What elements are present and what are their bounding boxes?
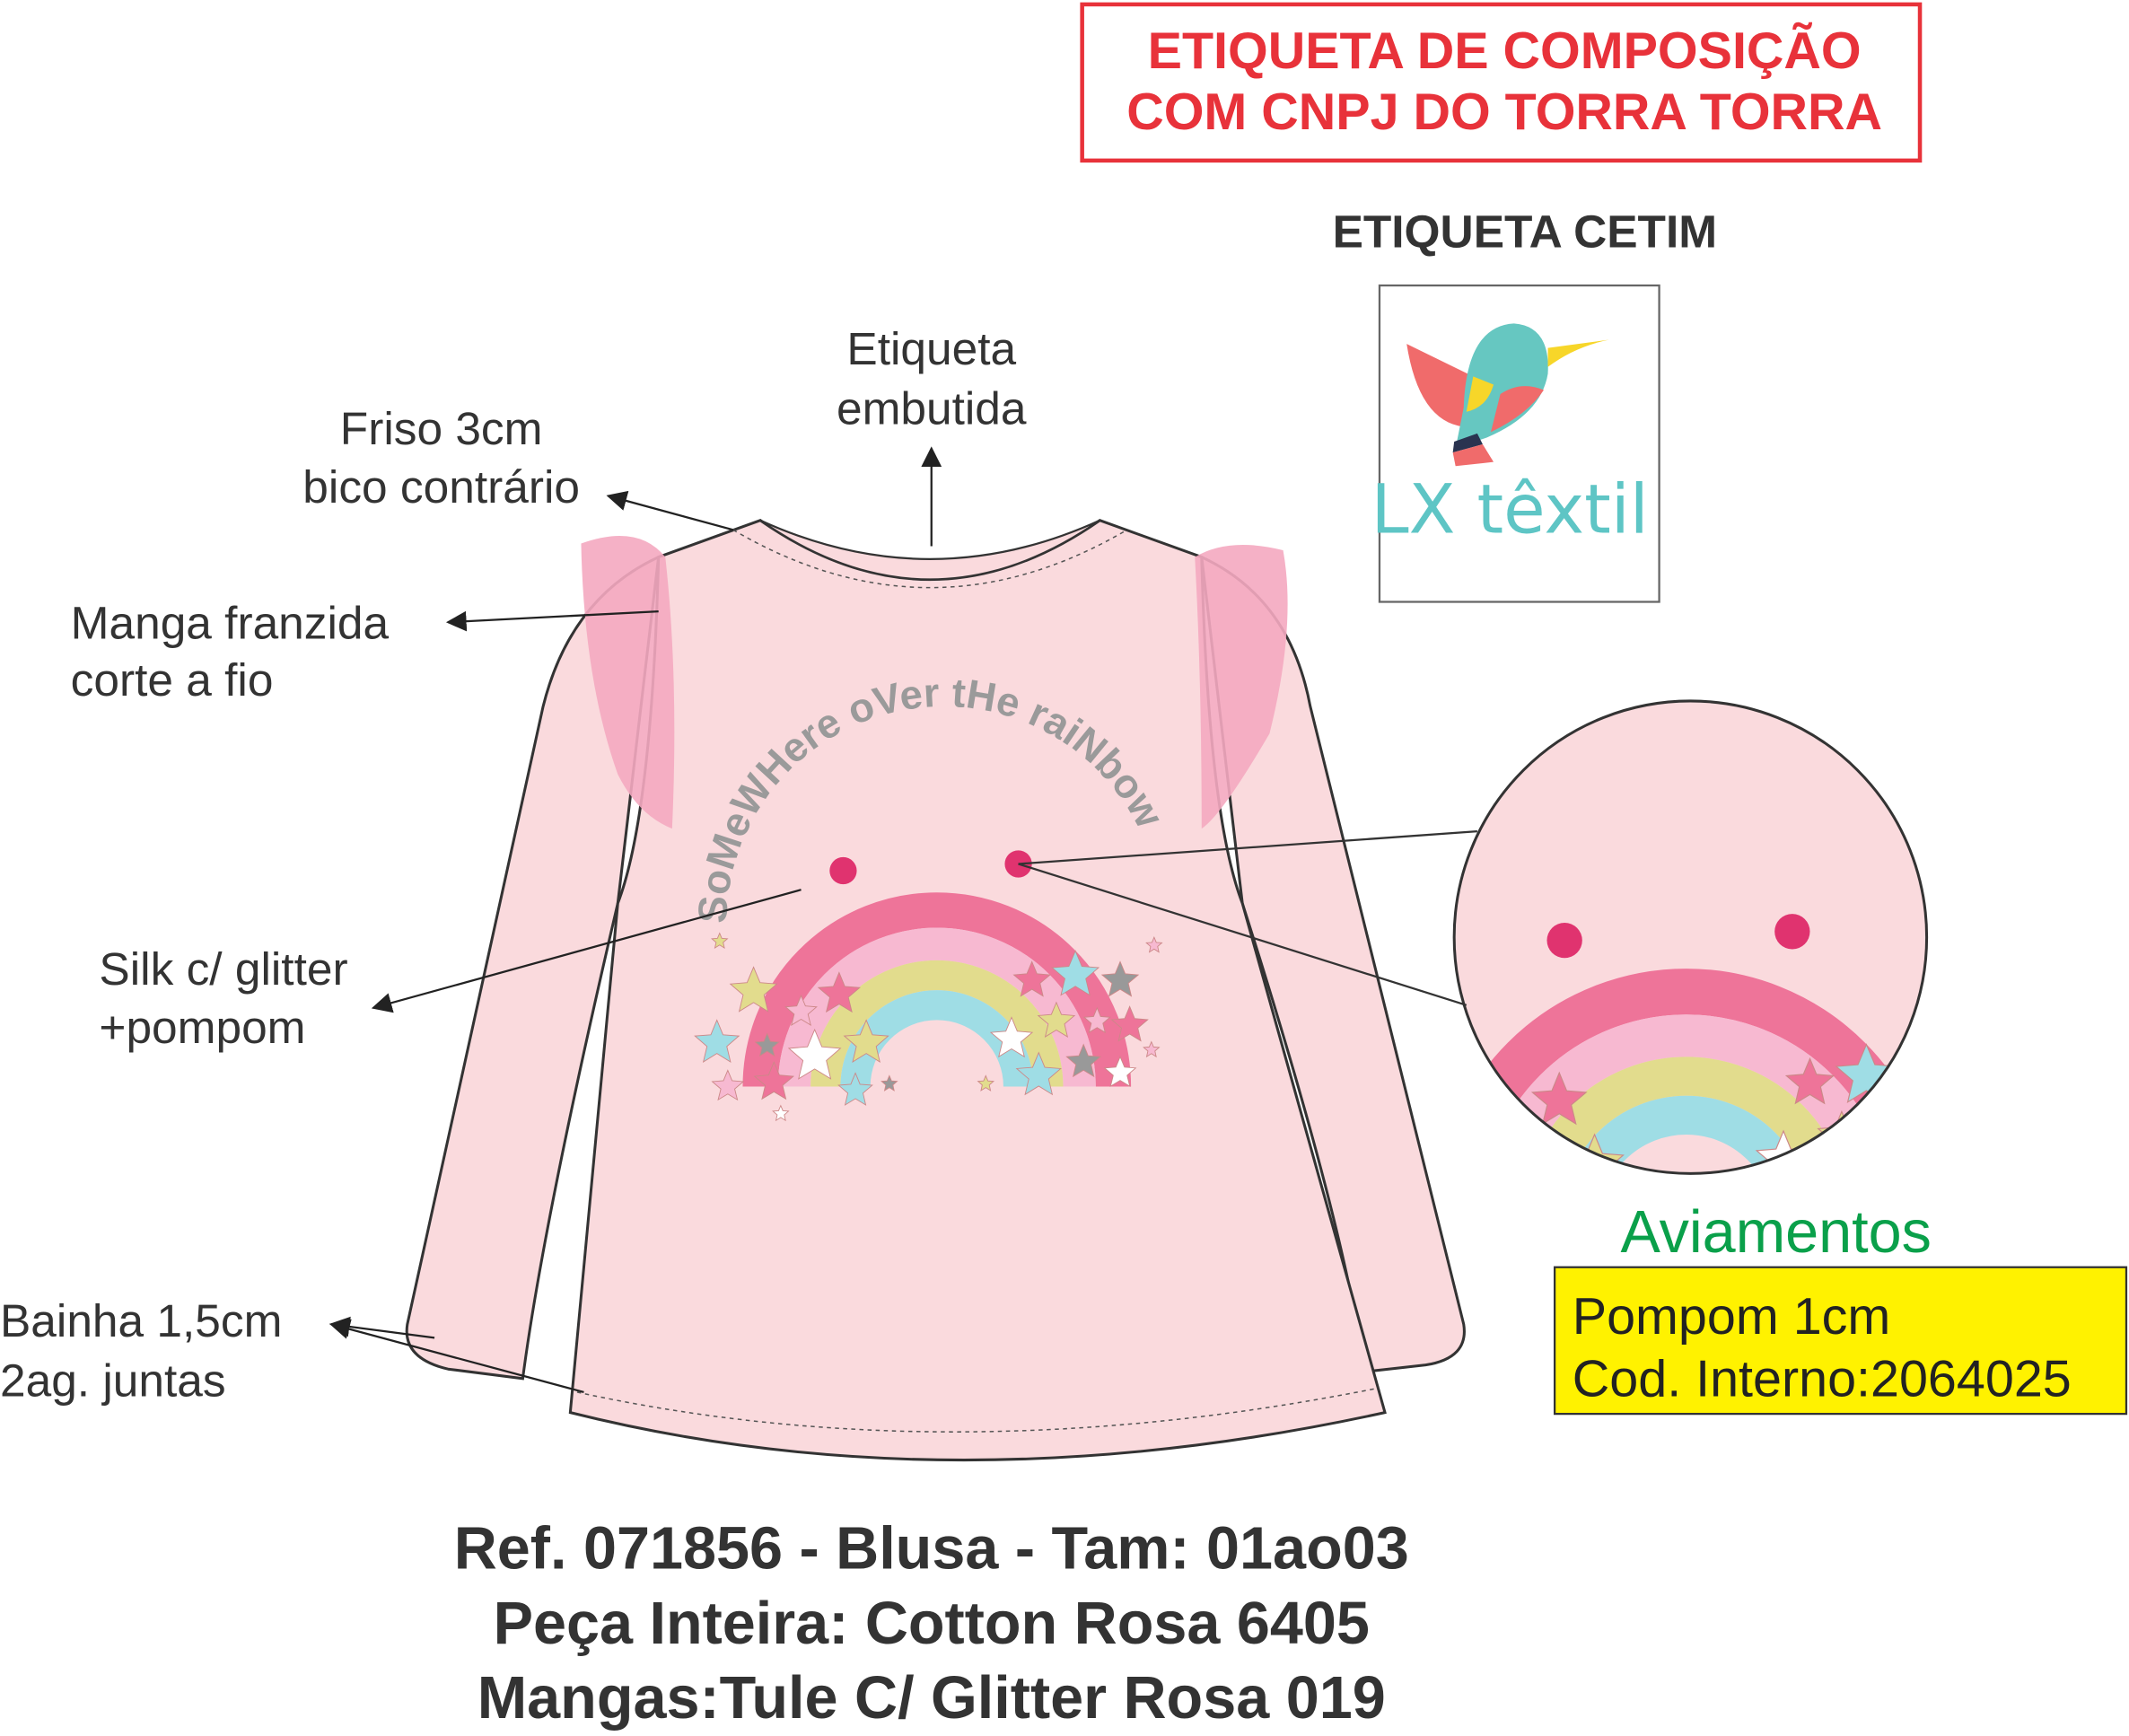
left-ruffle <box>581 535 675 829</box>
brand-logo-text: LX têxtil <box>1371 469 1649 548</box>
trims-line-1: Pompom 1cm <box>1573 1288 1890 1346</box>
neckline <box>759 519 1100 581</box>
print-detail-circle <box>1018 699 1929 1175</box>
callout-arrows <box>329 446 942 1394</box>
callout-sleeve-1: Manga franzida <box>71 596 390 648</box>
callout-silk-1: Silk c/ glitter <box>99 943 347 995</box>
shirt-drawing <box>405 519 1466 1462</box>
product-fabric: Peça Inteira: Cotton Rosa 6405 <box>494 1591 1370 1657</box>
callout-hem-1: Bainha 1,5cm <box>0 1294 282 1346</box>
composition-label-line1: ETIQUETA DE COMPOSIÇÃO <box>1148 22 1862 80</box>
composition-label-line2: COM CNPJ DO TORRA TORRA <box>1126 83 1882 141</box>
composition-label-box <box>1080 2 1923 163</box>
trims-line-2: Cod. Interno:2064025 <box>1573 1350 2072 1407</box>
trims-box <box>1553 1266 2128 1416</box>
callout-hem-2: 2ag. juntas <box>0 1354 226 1406</box>
callout-friso-1: Friso 3cm <box>340 402 543 454</box>
satin-label-title: ETIQUETA CETIM <box>1333 206 1718 258</box>
callout-friso-2: bico contrário <box>302 460 580 513</box>
hummingbird-logo-icon <box>1406 323 1609 467</box>
trims-title: Aviamentos <box>1620 1199 1931 1266</box>
callout-embedded-label-2: embutida <box>837 381 1027 434</box>
left-sleeve <box>405 555 661 1381</box>
callout-sleeve-2: corte a fio <box>71 653 274 706</box>
callout-embedded-label-1: Etiqueta <box>846 322 1016 374</box>
product-sleeves: Mangas:Tule C/ Glitter Rosa 019 <box>477 1665 1386 1732</box>
callout-silk-2: +pompom <box>99 1001 305 1053</box>
product-ref: Ref. 071856 - Blusa - Tam: 01ao03 <box>454 1516 1409 1583</box>
right-ruffle <box>1195 544 1288 829</box>
